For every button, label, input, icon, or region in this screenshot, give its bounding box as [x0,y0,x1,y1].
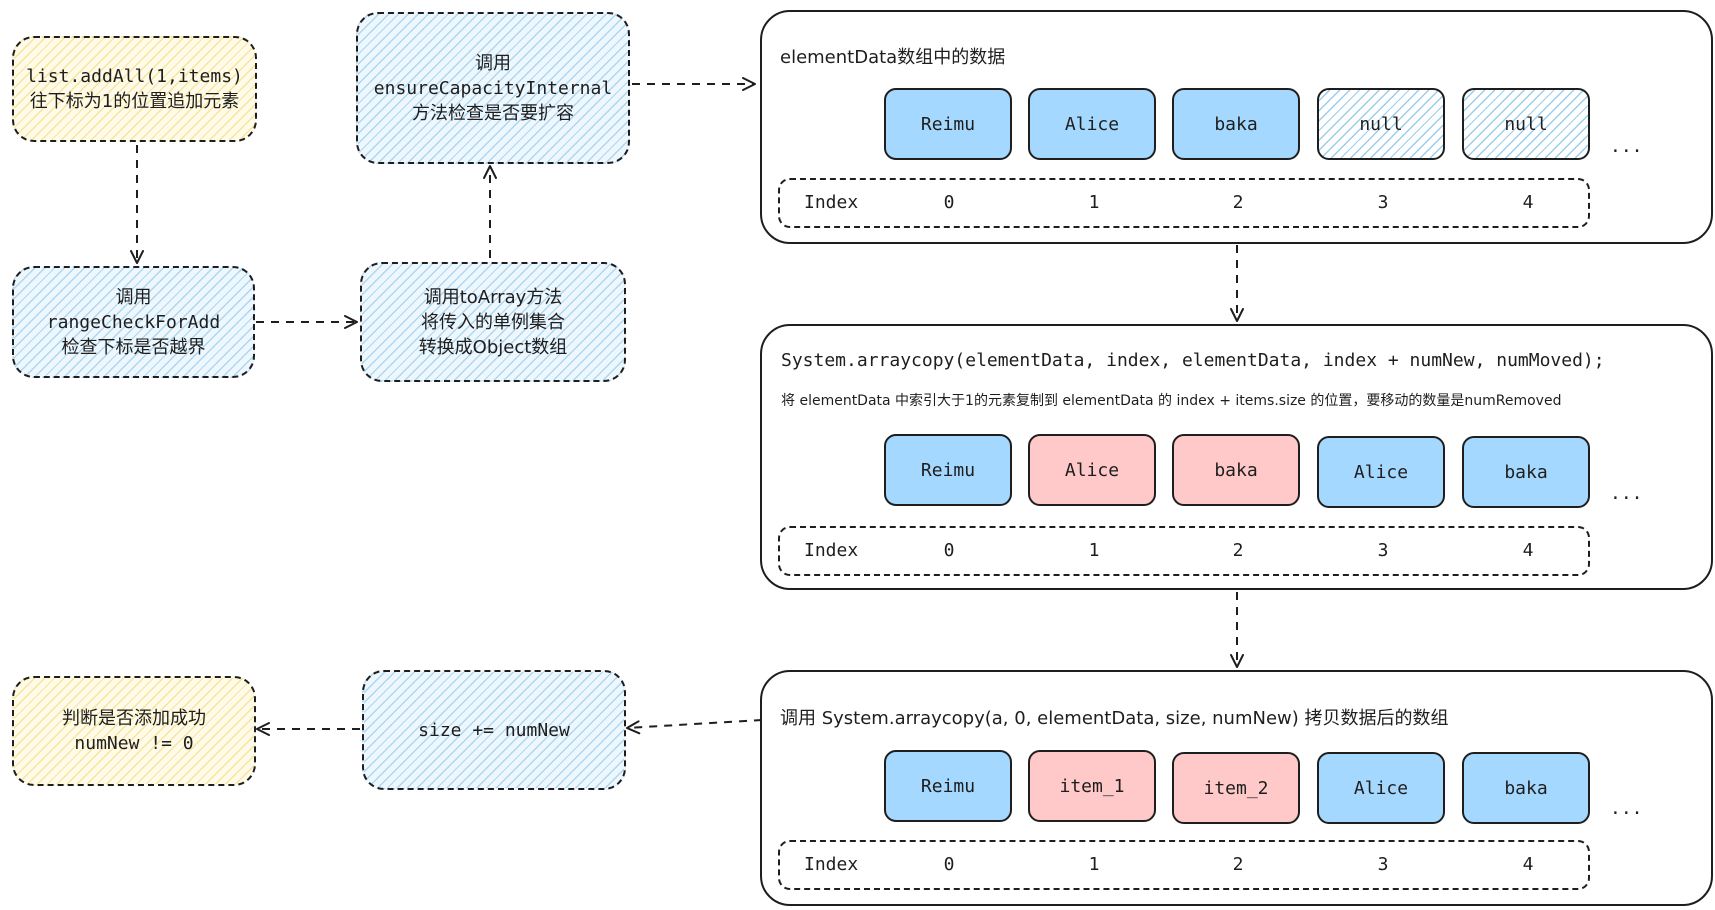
check-success-desc: 判断是否添加成功 [62,708,206,729]
index-value: 1 [1088,854,1100,875]
index-value: 2 [1232,192,1244,213]
panel-copied-array: 调用 System.arraycopy(a, 0, elementData, s… [760,670,1713,906]
array-cell: Reimu [884,750,1012,822]
index-value: 3 [1377,192,1389,213]
array-cell: Alice [1317,752,1445,824]
index-value: 0 [943,192,955,213]
check-success-code: numNew != 0 [74,733,194,754]
index-value: 1 [1088,192,1100,213]
index-label: Index [804,854,859,875]
range-check-method: rangeCheckForAdd [46,311,221,333]
index-label: Index [804,192,859,213]
to-array-line3: 转换成Object数组 [418,336,568,358]
index-value: 0 [943,540,955,561]
array-cell: item_2 [1172,752,1300,824]
addall-box: list.addAll(1,items) 往下标为1的位置追加元素 [12,36,257,142]
array-cell: baka [1462,436,1590,508]
array-ellipsis: ... [1610,483,1643,504]
array-cell: null [1317,88,1445,160]
index-value: 2 [1232,854,1244,875]
panel-shifted-code: System.arraycopy(elementData, index, ele… [781,350,1605,371]
array-cell: baka [1462,752,1590,824]
array-cell: Reimu [884,88,1012,160]
panel-shifted-note: 将 elementData 中索引大于1的元素复制到 elementData 的… [781,393,1562,409]
index-strip: Index 0 1 2 3 4 [778,840,1590,890]
array-ellipsis: ... [1610,136,1643,157]
index-label: Index [804,540,859,561]
array-cell: item_1 [1028,750,1156,822]
panel-shifted-array: System.arraycopy(elementData, index, ele… [760,324,1713,590]
array-cell: baka [1172,434,1300,506]
ensure-capacity-method: ensureCapacityInternal [373,77,613,99]
to-array-box: 调用toArray方法 将传入的单例集合 转换成Object数组 [360,262,626,382]
ensure-capacity-desc: 方法检查是否要扩容 [412,102,574,124]
to-array-line2: 将传入的单例集合 [421,311,565,333]
arrow-panel3-to-size [626,719,763,735]
addall-code: list.addAll(1,items) [26,66,243,87]
array-cell: null [1462,88,1590,160]
range-check-box: 调用 rangeCheckForAdd 检查下标是否越界 [12,266,255,378]
range-check-desc: 检查下标是否越界 [61,336,206,358]
check-success-box: 判断是否添加成功 numNew != 0 [12,676,256,786]
ensure-capacity-box: 调用 ensureCapacityInternal 方法检查是否要扩容 [356,12,630,164]
panel-initial-array: elementData数组中的数据 Reimu Alice baka null … [760,10,1713,244]
ensure-capacity-line1: 调用 [475,52,511,74]
range-check-line1: 调用 [115,286,152,308]
index-strip: Index 0 1 2 3 4 [778,526,1590,576]
index-value: 4 [1522,854,1534,875]
index-value: 0 [943,854,955,875]
addall-desc: 往下标为1的位置追加元素 [29,91,240,112]
array-ellipsis: ... [1610,798,1643,819]
index-value: 2 [1232,540,1244,561]
index-value: 1 [1088,540,1100,561]
size-increment-box: size += numNew [362,670,626,790]
array-cell: Reimu [884,434,1012,506]
array-cell: Alice [1317,436,1445,508]
array-cell: baka [1172,88,1300,160]
index-strip: Index 0 1 2 3 4 [778,178,1590,228]
index-value: 3 [1377,540,1389,561]
index-value: 4 [1522,192,1534,213]
index-value: 3 [1377,854,1389,875]
panel-copied-title: 调用 System.arraycopy(a, 0, elementData, s… [780,708,1449,729]
index-value: 4 [1522,540,1534,561]
size-increment-code: size += numNew [418,719,570,741]
array-cell: Alice [1028,88,1156,160]
to-array-line1: 调用toArray方法 [423,286,563,308]
array-cell: Alice [1028,434,1156,506]
panel-initial-title: elementData数组中的数据 [780,47,1006,68]
